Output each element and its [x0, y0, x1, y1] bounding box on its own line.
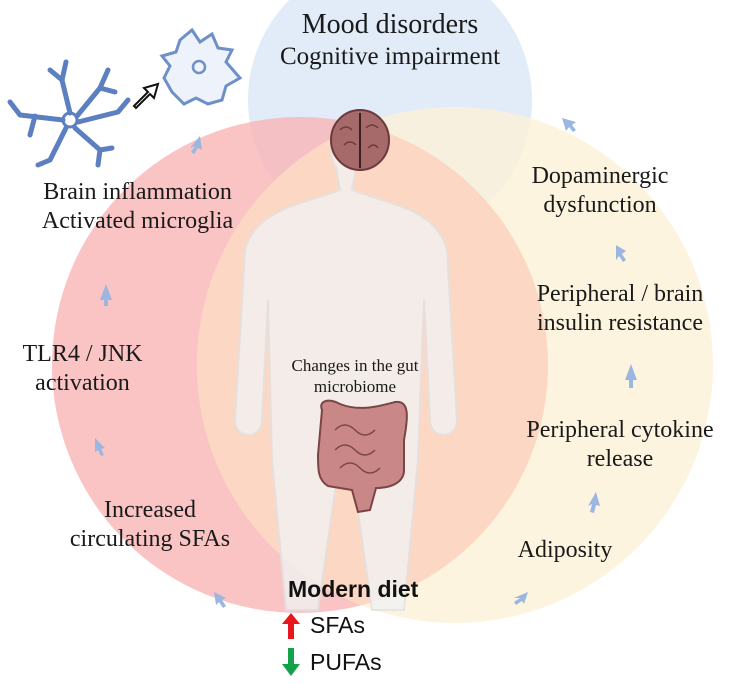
flow-arrow-icon: [214, 592, 226, 608]
peripheral-brain-label: Peripheral / brain: [536, 281, 704, 307]
resting-microglia-icon: [7, 59, 131, 168]
activated-microglia-icon: [159, 27, 243, 106]
flow-arrow-icon: [616, 245, 626, 262]
flow-arrow-icon: [100, 284, 112, 306]
flow-arrow-icon: [562, 118, 576, 132]
brain-icon: [330, 109, 390, 171]
increased-label: Increased: [104, 497, 196, 523]
dopaminergic-label: Dopaminergic: [531, 163, 669, 189]
left-step-2: TLR4 / JNK activation: [0, 340, 165, 399]
up-arrow-icon: [282, 612, 300, 639]
activation-label: activation: [35, 370, 130, 397]
right-step-3: Peripheral / brain insulin resistance: [515, 280, 725, 339]
microbiome-label: microbiome: [313, 376, 397, 396]
release-label: release: [586, 446, 654, 473]
intestine-icon: [316, 399, 408, 514]
activation-arrow-icon: [132, 82, 160, 110]
flow-arrow-icon: [514, 592, 528, 605]
left-step-3: Brain inflammation Activated microglia: [0, 178, 275, 237]
diet-item-pufas: PUFAs: [282, 648, 382, 676]
modern-diet-title: Modern diet: [288, 576, 419, 602]
flow-arrow-icon: [588, 492, 600, 513]
peripheral-cytokine-label: Peripheral cytokine: [526, 417, 714, 443]
insulin-resistance-label: insulin resistance: [537, 310, 703, 337]
pufas-label: PUFAs: [310, 648, 382, 675]
adiposity-label: Adiposity: [517, 537, 613, 563]
right-step-4: Dopaminergic dysfunction: [500, 162, 700, 221]
gut-changes-label: Changes in the gut: [291, 356, 419, 375]
left-step-1: Increased circulating SFAs: [45, 496, 255, 555]
brain-inflammation-label: Brain inflammation: [43, 179, 232, 205]
top-circle-label: Mood disorders Cognitive impairment: [255, 8, 525, 73]
flow-arrow-icon: [625, 364, 637, 388]
flow-arrows: [95, 118, 637, 608]
circulating-sfas-label: circulating SFAs: [69, 526, 231, 553]
sfas-label: SFAs: [310, 612, 365, 638]
tlr4-jnk-label: TLR4 / JNK: [22, 341, 143, 367]
dysfunction-label: dysfunction: [543, 192, 657, 219]
right-step-2: Peripheral cytokine release: [505, 416, 735, 475]
cognitive-impairment-label: Cognitive impairment: [279, 43, 501, 71]
diet-item-sfas: SFAs: [282, 612, 365, 639]
down-arrow-icon: [282, 648, 300, 676]
right-step-1: Adiposity: [500, 536, 630, 565]
flow-arrow-icon: [190, 136, 202, 154]
mood-disorders-label: Mood disorders: [301, 9, 479, 40]
activated-microglia-label: Activated microglia: [41, 208, 234, 235]
gut-microbiome-label: Changes in the gut microbiome: [270, 356, 440, 397]
flow-arrow-icon: [95, 438, 105, 456]
